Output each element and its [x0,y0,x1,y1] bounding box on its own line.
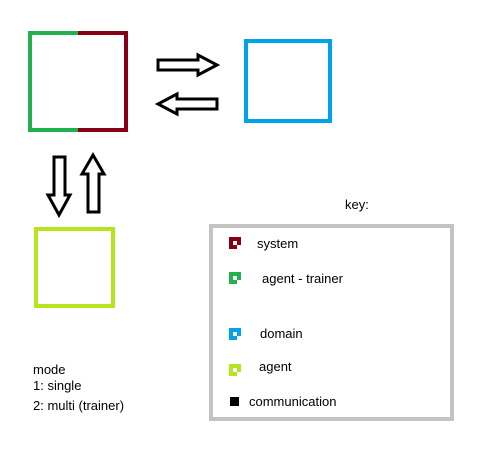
key-legend-box [209,224,454,421]
system-swatch-icon [229,237,241,249]
system-trainer-box [28,31,128,132]
arrow-down-icon [45,155,73,219]
agent-swatch-icon [229,364,241,376]
arrow-right-icon [156,52,221,78]
key-title: key: [345,197,369,212]
mode-option-multi: 2: multi (trainer) [33,398,125,413]
mode-title: mode [33,362,66,377]
legend-label-system: system [257,236,299,251]
arrow-up-icon [79,152,107,214]
agent-trainer-half [28,31,78,132]
mode-option-single: 1: single [33,378,82,393]
arrow-left-icon [154,91,219,117]
legend-label-domain: domain [260,326,303,341]
agent-box [34,227,115,308]
legend-label-agent-trainer: agent - trainer [262,271,343,286]
agent-trainer-swatch-icon [229,272,241,284]
domain-box [244,39,332,123]
legend-label-communication: communication [249,394,337,409]
system-half [78,31,128,132]
domain-swatch-icon [229,328,241,340]
legend-label-agent: agent [259,359,292,374]
communication-swatch-icon [230,397,239,406]
